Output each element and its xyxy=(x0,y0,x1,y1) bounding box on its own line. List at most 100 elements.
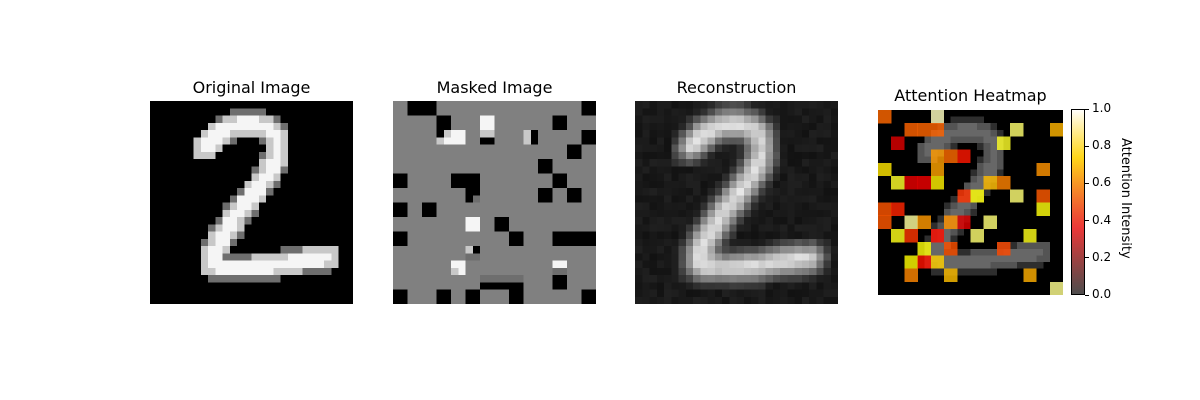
pixel xyxy=(765,267,773,276)
attention-cell xyxy=(904,255,918,269)
pixel xyxy=(787,166,795,174)
pixel xyxy=(707,260,715,268)
pixel xyxy=(251,173,259,181)
pixel xyxy=(649,173,657,181)
pixel xyxy=(642,122,650,131)
pixel xyxy=(809,260,817,268)
digit-pixel xyxy=(1023,261,1031,269)
pixel xyxy=(830,101,838,109)
pixel xyxy=(714,180,723,189)
pixel xyxy=(635,217,643,225)
pixel xyxy=(830,238,838,247)
attention-cell xyxy=(1036,189,1050,203)
digit-pixel xyxy=(917,149,925,157)
pixel xyxy=(794,246,802,254)
pixel xyxy=(722,231,730,239)
pixel xyxy=(714,224,723,232)
pixel xyxy=(664,209,672,218)
pixel xyxy=(794,209,802,218)
visible-pixel xyxy=(552,260,560,268)
pixel xyxy=(215,231,223,239)
digit-pixel xyxy=(977,116,984,124)
pixel xyxy=(772,224,781,232)
pixel xyxy=(208,238,216,247)
pixel xyxy=(794,289,802,297)
pixel xyxy=(729,180,737,189)
pixel xyxy=(671,108,679,116)
pixel xyxy=(830,296,838,304)
visible-pixel xyxy=(472,195,481,203)
visible-pixel xyxy=(588,137,596,145)
pixel xyxy=(664,188,672,196)
pixel xyxy=(714,151,723,160)
pixel xyxy=(251,180,259,189)
pixel xyxy=(671,166,679,174)
pixel xyxy=(714,260,723,268)
pixel xyxy=(309,253,317,261)
pixel xyxy=(823,253,831,261)
digit-pixel xyxy=(963,255,971,263)
pixel xyxy=(671,144,679,152)
pixel xyxy=(780,173,788,181)
pixel xyxy=(685,101,694,109)
pixel xyxy=(707,238,715,247)
pixel xyxy=(642,202,650,210)
digit-pixel xyxy=(990,156,998,163)
digit-pixel xyxy=(930,248,938,256)
pixel xyxy=(743,130,752,138)
pixel xyxy=(656,202,665,210)
attention-cell xyxy=(944,268,958,282)
pixel xyxy=(772,209,781,218)
digit-pixel xyxy=(963,116,971,124)
pixel xyxy=(671,180,679,189)
visible-pixel xyxy=(494,217,502,225)
pixel xyxy=(215,253,223,261)
digit-pixel xyxy=(1010,242,1017,249)
pixel xyxy=(656,115,665,123)
pixel xyxy=(751,137,759,145)
digit-pixel xyxy=(957,248,965,256)
pixel xyxy=(780,275,788,283)
visible-pixel xyxy=(567,144,575,152)
attention-cell xyxy=(957,215,971,230)
visible-pixel xyxy=(588,108,596,116)
pixel xyxy=(649,108,657,116)
pixel xyxy=(324,253,332,261)
pixel xyxy=(656,275,665,283)
digit-pixel xyxy=(983,143,991,150)
pixel xyxy=(823,115,831,123)
pixel xyxy=(751,246,759,254)
pixel xyxy=(830,289,838,297)
pixel xyxy=(743,195,752,203)
pixel xyxy=(707,101,715,109)
pixel xyxy=(743,209,752,218)
pixel xyxy=(693,217,701,225)
digit-pixel xyxy=(970,123,978,130)
pixel xyxy=(700,159,708,167)
pixel xyxy=(693,166,701,174)
digit-pixel xyxy=(950,136,958,144)
pixel xyxy=(700,267,708,276)
pixel xyxy=(830,267,838,276)
pixel xyxy=(678,144,686,152)
digit-pixel xyxy=(944,228,951,236)
pixel xyxy=(751,188,759,196)
pixel xyxy=(193,151,201,160)
visible-pixel xyxy=(443,137,452,145)
pixel xyxy=(729,108,737,116)
digit-pixel xyxy=(957,129,965,137)
masked-image xyxy=(393,101,596,304)
pixel xyxy=(208,224,216,232)
digit-pixel xyxy=(970,261,978,269)
pixel xyxy=(801,217,810,225)
digit-pixel xyxy=(1043,242,1050,249)
pixel xyxy=(794,144,802,152)
pixel xyxy=(787,101,795,109)
visible-pixel xyxy=(443,296,452,304)
pixel xyxy=(736,253,744,261)
visible-pixel xyxy=(472,289,481,297)
pixel xyxy=(642,137,650,145)
pixel xyxy=(758,296,766,304)
pixel xyxy=(700,122,708,131)
pixel xyxy=(794,180,802,189)
